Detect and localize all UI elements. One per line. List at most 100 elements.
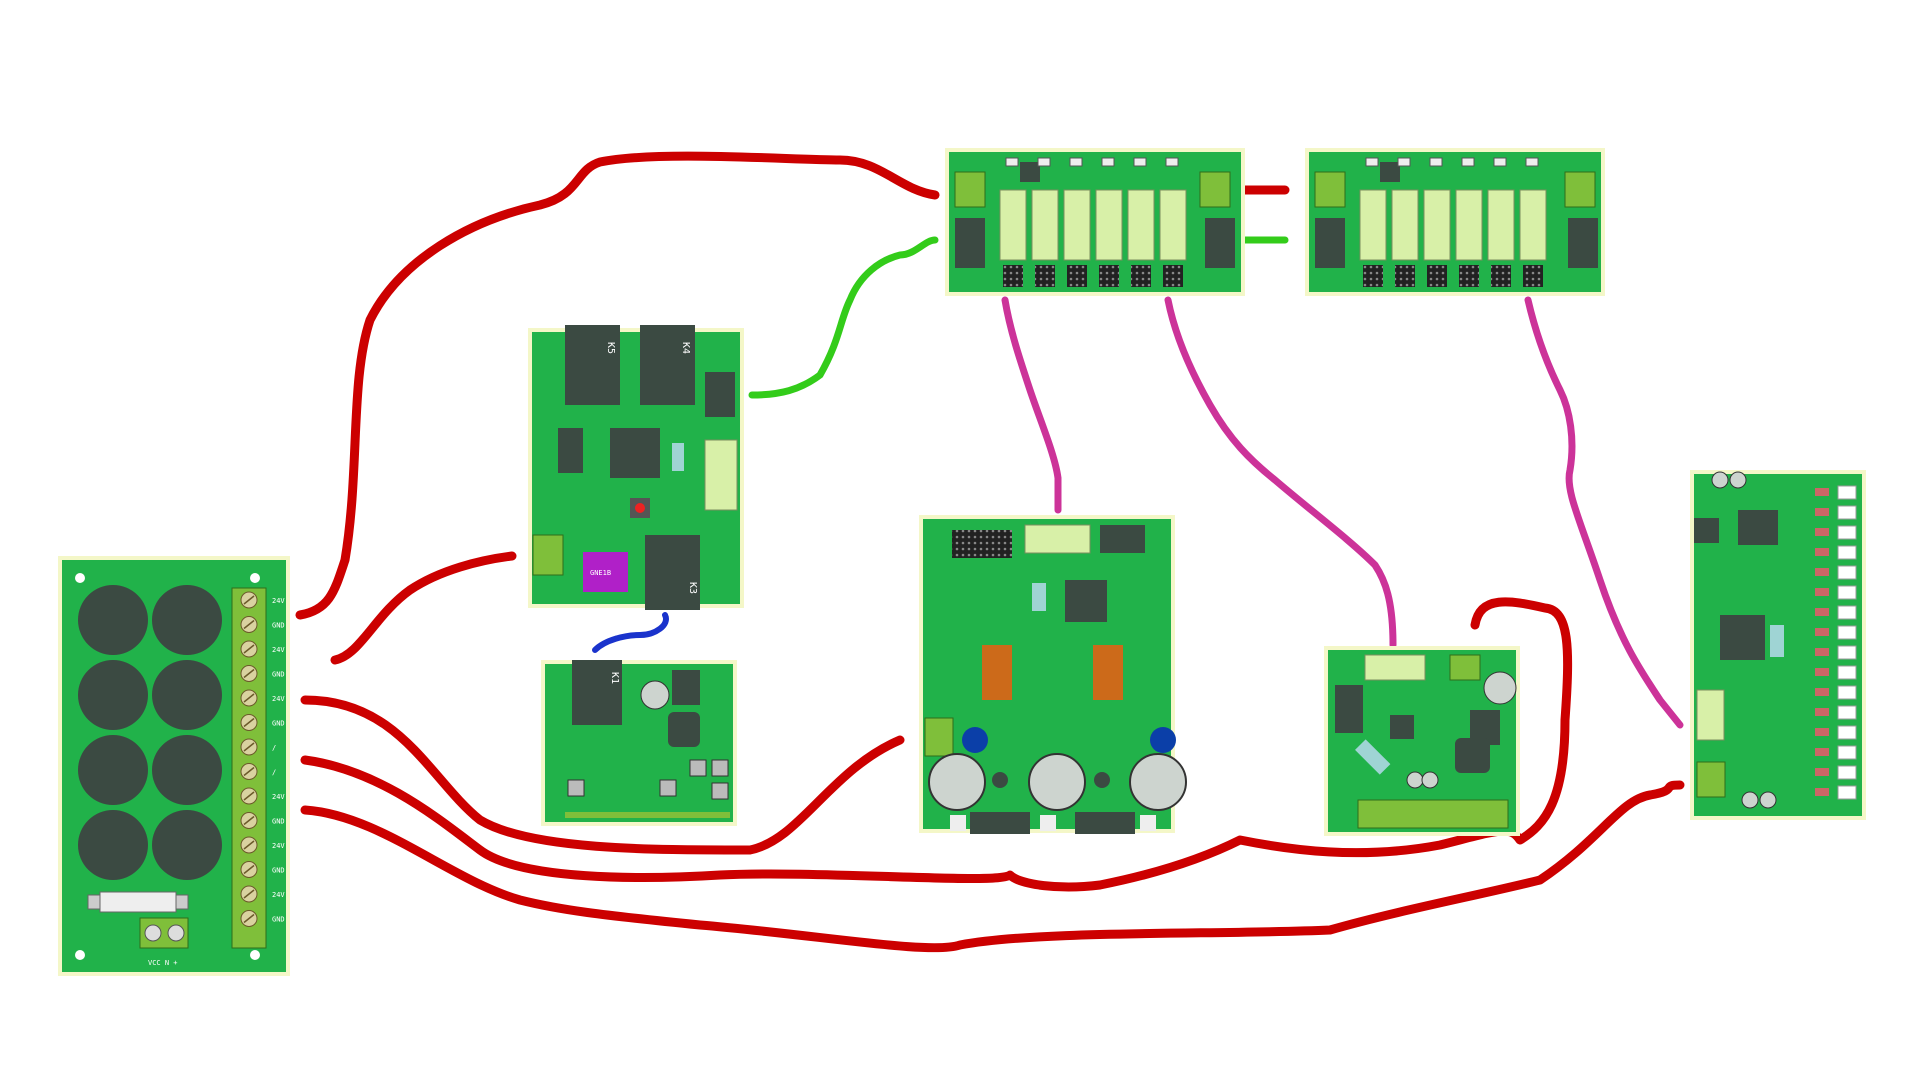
driver-chip-right bbox=[1093, 645, 1123, 700]
bus-board-1 bbox=[945, 148, 1245, 296]
smd-part bbox=[1037, 157, 1051, 167]
terminal-label: GND bbox=[272, 818, 285, 826]
power-wire-to-io-board bbox=[300, 780, 1685, 953]
link-wire-relay-to-sub bbox=[592, 612, 669, 653]
svg-text:K5: K5 bbox=[605, 342, 616, 354]
resistor bbox=[1815, 708, 1829, 716]
magenta-chip: GNE1B bbox=[583, 552, 628, 592]
pin-header bbox=[952, 530, 1012, 558]
terminal-label: 24V bbox=[272, 646, 285, 654]
crystal bbox=[1355, 739, 1391, 775]
smd-part bbox=[1397, 157, 1411, 167]
terminal-label: / bbox=[272, 769, 276, 777]
terminal-label: GND bbox=[272, 867, 285, 875]
driver-chip-left bbox=[982, 645, 1012, 700]
power-wire-to-small-board bbox=[300, 597, 1573, 892]
crystal bbox=[1770, 625, 1784, 657]
bus-connector bbox=[1738, 510, 1778, 545]
terminal-right bbox=[1199, 171, 1231, 208]
pin-header bbox=[1003, 265, 1023, 287]
connector-slot bbox=[1391, 189, 1419, 261]
led bbox=[1837, 685, 1857, 700]
io-expansion-board bbox=[1690, 470, 1866, 820]
signal-wire-to-small-board bbox=[1164, 296, 1397, 649]
relay-k5: K5 bbox=[565, 325, 620, 405]
resistor bbox=[1815, 488, 1829, 496]
connector-slot bbox=[1455, 189, 1483, 261]
power-terminal bbox=[924, 717, 954, 757]
signal-wire-to-io-board bbox=[1524, 296, 1684, 729]
pin-header bbox=[1163, 265, 1183, 287]
svg-text:K3: K3 bbox=[687, 582, 698, 594]
smd-part bbox=[1493, 157, 1507, 167]
pin-header bbox=[1035, 265, 1055, 287]
terminal-label: GND bbox=[272, 916, 285, 924]
resistor bbox=[1815, 788, 1829, 796]
led bbox=[1837, 745, 1857, 760]
smd-part bbox=[1429, 157, 1443, 167]
power-wire-to-relay-board bbox=[330, 551, 517, 665]
led bbox=[1837, 545, 1857, 560]
mcu-chip bbox=[1065, 580, 1107, 622]
resistor bbox=[1815, 728, 1829, 736]
ic bbox=[1020, 162, 1040, 182]
electrolytic-caps bbox=[928, 753, 1187, 811]
fuse bbox=[87, 891, 189, 913]
connector-slot bbox=[1359, 189, 1387, 261]
power-footer-label: VCC N + bbox=[148, 959, 178, 967]
power-terminal bbox=[1696, 761, 1726, 798]
led bbox=[1837, 765, 1857, 780]
resistor bbox=[1815, 588, 1829, 596]
connector-slot bbox=[1063, 189, 1091, 261]
terminal-label: 24V bbox=[272, 891, 285, 899]
pin-header bbox=[1363, 265, 1383, 287]
resistor bbox=[1815, 768, 1829, 776]
connector-slot bbox=[1487, 189, 1515, 261]
resistor bbox=[1815, 608, 1829, 616]
power-distribution-board: VCC N + 24VGND24VGND24VGND//24VGND24VGND… bbox=[58, 556, 290, 976]
crystal bbox=[1032, 583, 1046, 611]
led bbox=[1837, 525, 1857, 540]
smd-part bbox=[1461, 157, 1475, 167]
bus-connector-left bbox=[1315, 218, 1345, 268]
pin-header bbox=[1523, 265, 1543, 287]
ic bbox=[1694, 518, 1719, 543]
pin-header bbox=[1427, 265, 1447, 287]
side-header bbox=[558, 428, 583, 473]
led bbox=[1837, 725, 1857, 740]
terminal-left bbox=[1314, 171, 1346, 208]
header-connector bbox=[1696, 689, 1725, 741]
pin-header bbox=[1131, 265, 1151, 287]
resistor bbox=[1815, 568, 1829, 576]
electrolytic-cap bbox=[1483, 671, 1517, 705]
bus-board-2 bbox=[1305, 148, 1605, 296]
connector-slot bbox=[1127, 189, 1155, 261]
smd-part bbox=[1005, 157, 1019, 167]
terminal-label: 24V bbox=[272, 842, 285, 850]
resistor bbox=[1815, 648, 1829, 656]
bus-connector-right bbox=[1568, 218, 1598, 268]
resistor bbox=[1815, 688, 1829, 696]
led bbox=[1837, 705, 1857, 720]
screw-terminal-vcc bbox=[139, 917, 189, 949]
svg-text:K4: K4 bbox=[680, 342, 691, 354]
led bbox=[1837, 625, 1857, 640]
connector-slot bbox=[1519, 189, 1547, 261]
motor-connector-right bbox=[1075, 812, 1135, 834]
terminal-strip bbox=[1357, 799, 1509, 829]
power-terminal bbox=[532, 534, 564, 576]
resistor bbox=[1815, 628, 1829, 636]
smd-part bbox=[1133, 157, 1147, 167]
wires bbox=[295, 151, 1685, 953]
pin-header bbox=[1395, 265, 1415, 287]
sub-power-board: K1 bbox=[541, 660, 737, 826]
terminal-label: / bbox=[272, 744, 276, 752]
bus-connector bbox=[705, 372, 735, 417]
resistor bbox=[1815, 508, 1829, 516]
relay-k3: K3 bbox=[645, 535, 700, 610]
power-wire-to-bus-board bbox=[295, 151, 940, 620]
motor-driver-board bbox=[919, 515, 1187, 834]
pin-header bbox=[1099, 265, 1119, 287]
resistor bbox=[1815, 748, 1829, 756]
